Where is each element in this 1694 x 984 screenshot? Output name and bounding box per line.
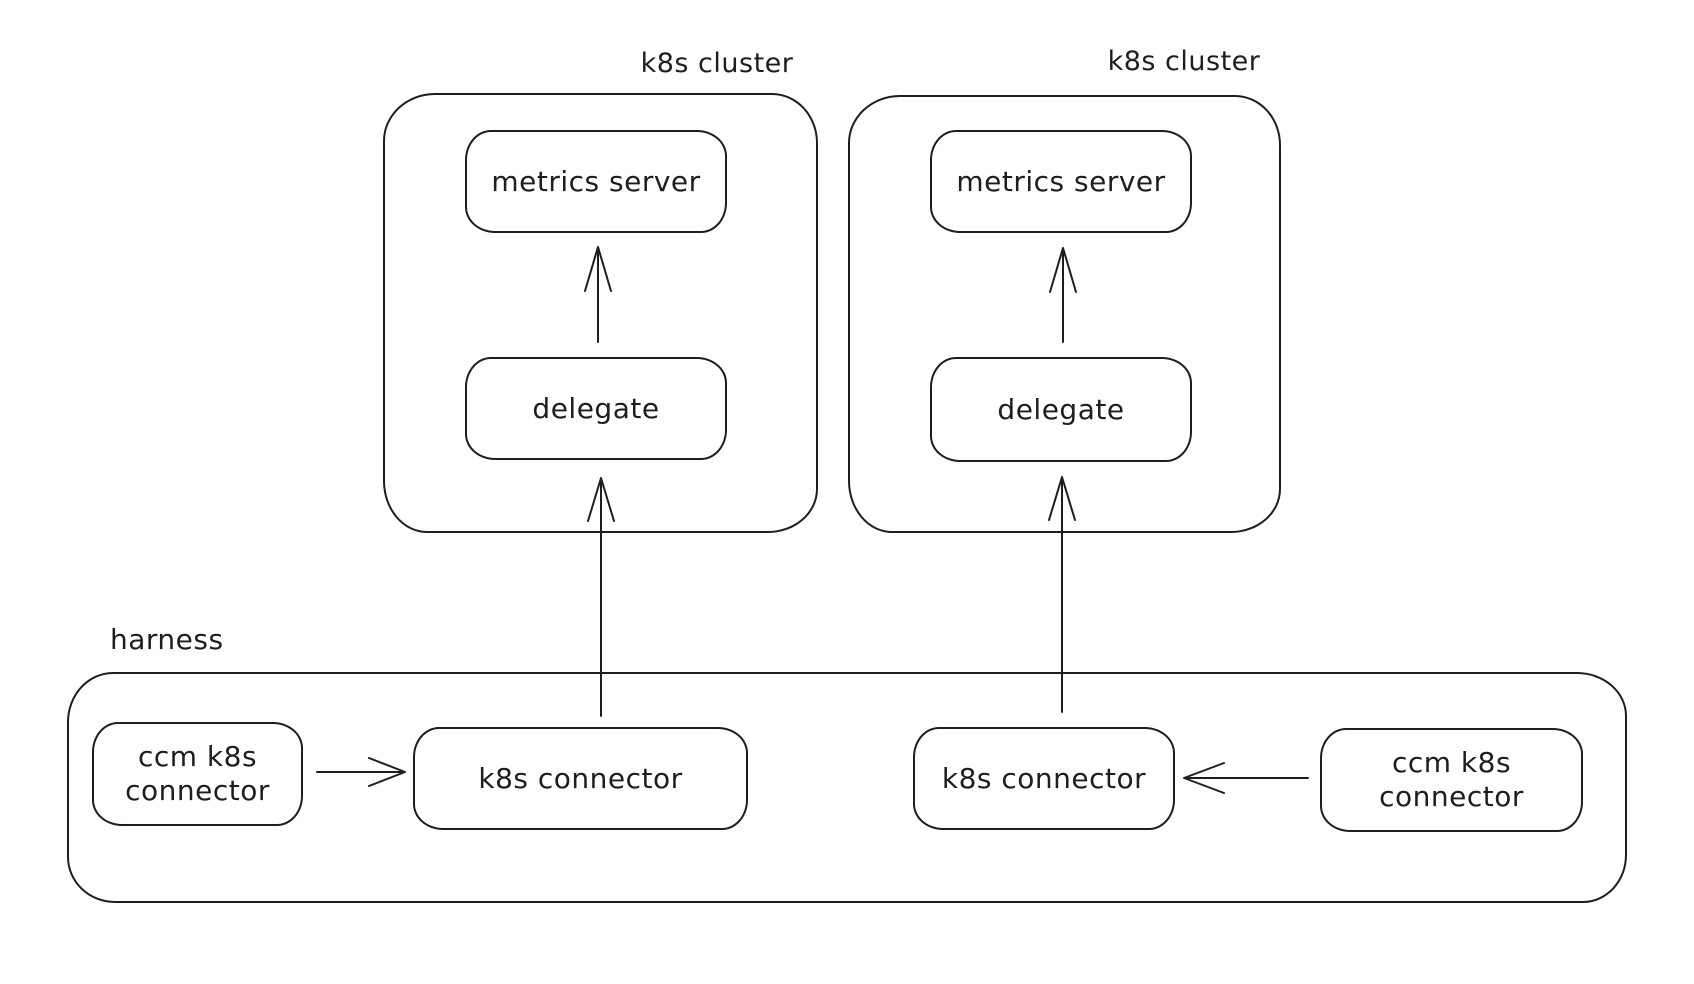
k8s-connector-right-node: k8s connector: [913, 727, 1175, 830]
delegate-2-label: delegate: [997, 392, 1125, 426]
harness-box: [67, 672, 1627, 903]
metrics-server-2-label: metrics server: [956, 164, 1166, 198]
k8s-connector-left-label: k8s connector: [478, 761, 683, 795]
delegate-1-label: delegate: [532, 391, 660, 425]
k8s-cluster-1-label: k8s cluster: [640, 48, 794, 79]
metrics-server-2-node: metrics server: [930, 130, 1192, 233]
metrics-server-1-label: metrics server: [491, 164, 701, 198]
ccm-k8s-connector-left-node: ccm k8s connector: [92, 722, 303, 826]
k8s-connector-right-label: k8s connector: [941, 761, 1147, 795]
k8s-connector-left-node: k8s connector: [413, 727, 748, 830]
ccm-k8s-connector-left-label: ccm k8s connector: [125, 740, 270, 807]
metrics-server-1-node: metrics server: [465, 130, 727, 233]
delegate-1-node: delegate: [465, 357, 727, 460]
harness-label: harness: [110, 623, 224, 656]
ccm-k8s-connector-right-label: ccm k8s connector: [1379, 746, 1524, 813]
ccm-k8s-connector-right-node: ccm k8s connector: [1320, 728, 1583, 832]
k8s-cluster-2-label: k8s cluster: [1107, 46, 1261, 77]
delegate-2-node: delegate: [930, 357, 1192, 462]
